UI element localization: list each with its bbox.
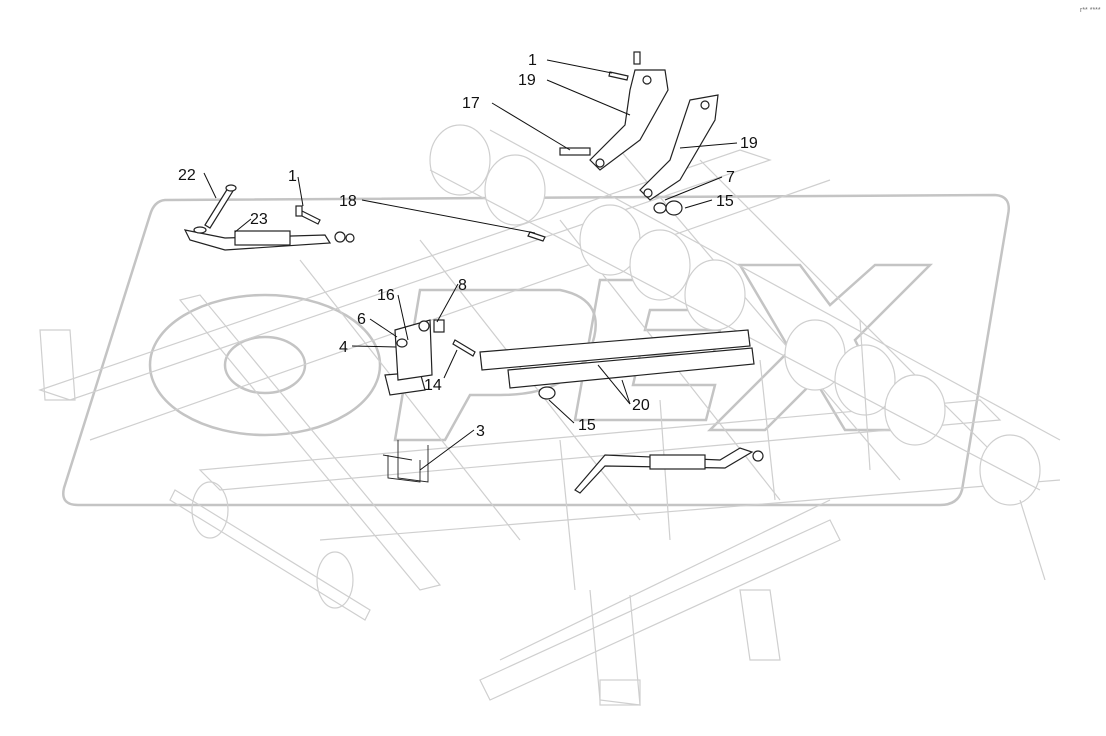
callout-15-bottom: 15 (578, 417, 596, 434)
callout-18: 18 (339, 193, 357, 210)
part-bolt-17 (559, 147, 591, 156)
part-pin-22 (193, 184, 237, 234)
callout-19-upper: 19 (518, 72, 536, 89)
corner-mark: r** **** (1080, 7, 1101, 14)
callout-20: 20 (632, 397, 650, 414)
part-ubolt-3 (382, 440, 429, 483)
callout-15-top: 15 (716, 193, 734, 210)
callout-22: 22 (178, 167, 196, 184)
callout-3: 3 (476, 423, 485, 440)
callout-8: 8 (458, 277, 467, 294)
part-bracket-16 (384, 319, 433, 396)
part-bolt-8-14 (433, 319, 476, 357)
callout-17: 17 (462, 95, 480, 112)
callout-1-left: 1 (288, 168, 297, 185)
part-bushing-15 (538, 386, 556, 400)
part-bracket-19b (639, 94, 719, 201)
callout-labels: 1 19 17 19 7 15 22 1 23 18 16 8 6 4 14 2… (178, 52, 758, 440)
part-bracket-19a (589, 69, 669, 171)
callout-23: 23 (250, 211, 268, 228)
callout-1-top: 1 (528, 52, 537, 69)
callout-16: 16 (377, 287, 395, 304)
part-turnbuckle-right (574, 447, 764, 494)
callout-7: 7 (726, 169, 735, 186)
callout-4: 4 (339, 339, 348, 356)
callout-19-lower: 19 (740, 135, 758, 152)
cultivator-frame (38, 124, 1061, 706)
part-turnbuckle-left (183, 229, 355, 251)
part-nut-washer-7-15 (653, 200, 683, 216)
part-pin-18 (527, 231, 546, 242)
part-bar-20 (479, 329, 755, 389)
callout-14: 14 (424, 377, 442, 394)
part-bolt-1-left (295, 205, 321, 225)
callout-leaders (203, 59, 738, 471)
part-bolt-1-top (608, 51, 641, 81)
callout-6: 6 (357, 311, 366, 328)
